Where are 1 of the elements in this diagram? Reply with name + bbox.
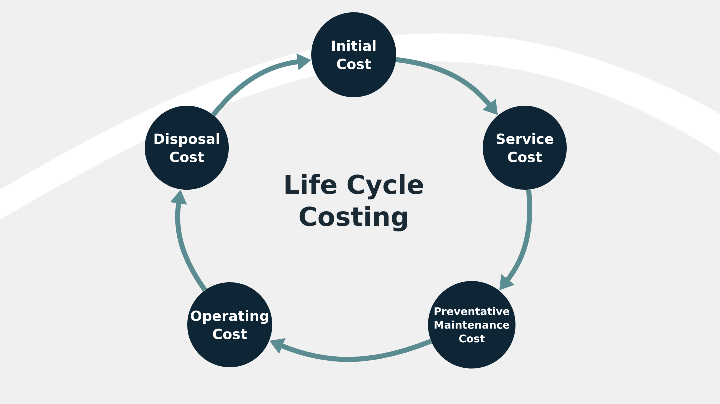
title: Life Cycle Costing <box>286 174 424 232</box>
